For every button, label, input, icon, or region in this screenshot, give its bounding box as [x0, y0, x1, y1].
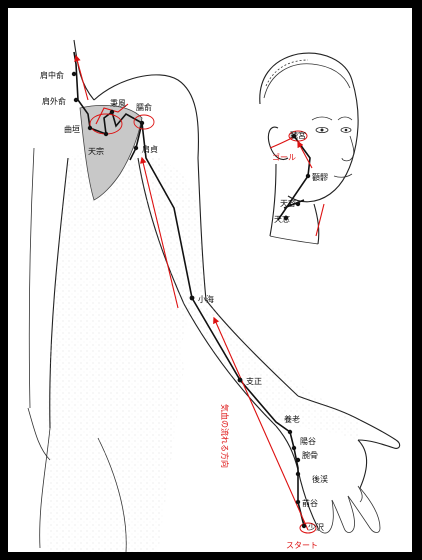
label-yokoku: 陽谷 [300, 437, 316, 446]
label-tenso-neck: 天窓 [274, 214, 290, 224]
label-kenryo: 顴髎 [312, 172, 328, 182]
point-yokoku [292, 446, 296, 450]
point-kenryo [306, 174, 310, 178]
point-kyokuen [88, 126, 92, 130]
point-kokei [296, 472, 300, 476]
label-heifu: 秉風 [110, 98, 126, 108]
point-shisei [238, 378, 243, 383]
label-chokyu: 聴宮 [290, 130, 306, 140]
flow-direction-label: 気血の流れる方向 [220, 404, 230, 468]
point-kenchusho [72, 72, 76, 76]
label-kengaisho: 肩外俞 [42, 96, 66, 106]
point-shotaku [302, 524, 306, 528]
label-shisei: 支正 [246, 376, 262, 386]
label-zenkoku: 前谷 [302, 498, 318, 508]
label-jusho: 臑俞 [136, 102, 152, 112]
goal-label: ゴール [272, 152, 296, 162]
label-tenyo: 天容 [280, 198, 296, 208]
label-kenchusho: 肩中俞 [40, 70, 64, 80]
flow-arrow-cheek [298, 142, 312, 168]
point-yoro [288, 430, 292, 434]
point-tenso [104, 132, 108, 136]
label-shokai: 小海 [198, 294, 214, 304]
point-tenyo [296, 202, 300, 206]
label-yoro: 養老 [284, 414, 300, 424]
point-jusho [140, 121, 144, 125]
diagram-canvas: 肩中俞 肩外俞 曲垣 秉風 臑俞 天宗 肩貞 小海 支正 養老 陽谷 腕骨 後渓… [8, 8, 412, 552]
label-kokei: 後渓 [312, 474, 328, 484]
point-wankotsu [296, 458, 300, 462]
label-wankotsu: 腕骨 [302, 450, 318, 460]
point-heifu [110, 110, 114, 114]
label-tenso: 天宗 [88, 146, 104, 156]
start-label: スタート [286, 541, 318, 550]
label-kentei: 肩貞 [142, 144, 158, 154]
point-shokai [190, 296, 195, 301]
label-shotaku: 少沢 [308, 523, 324, 532]
label-kyokuen: 曲垣 [64, 124, 80, 134]
meridian-diagram: 肩中俞 肩外俞 曲垣 秉風 臑俞 天宗 肩貞 小海 支正 養老 陽谷 腕骨 後渓… [8, 8, 412, 552]
point-kengaisho [74, 98, 78, 102]
point-kentei [134, 146, 138, 150]
point-zenkoku [296, 500, 300, 504]
